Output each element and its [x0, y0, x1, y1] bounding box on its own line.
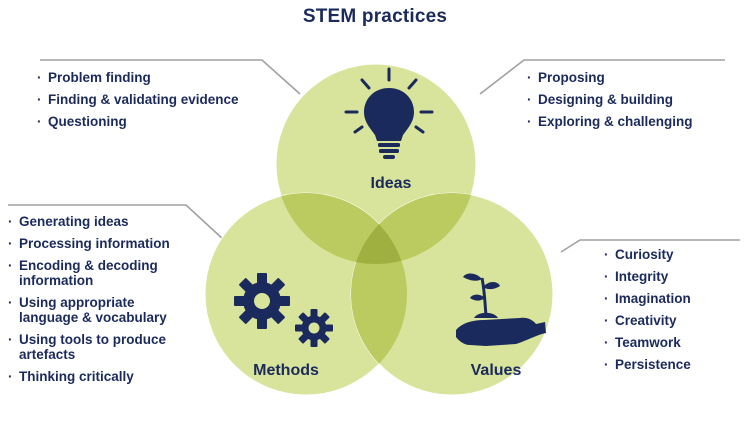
- methods-label: Methods: [253, 362, 319, 379]
- gears-icon: [234, 273, 333, 347]
- list-item: Questioning: [37, 111, 277, 133]
- lightbulb-icon: [344, 67, 434, 159]
- values-list: Curiosity Integrity Imagination Creativi…: [604, 244, 744, 376]
- connector-line-values: [560, 239, 740, 253]
- connector-line-methods: [8, 204, 225, 241]
- list-item: Proposing: [527, 67, 742, 89]
- ideas-label: Ideas: [371, 175, 412, 192]
- list-item: Integrity: [604, 266, 744, 288]
- list-item: Processing information: [8, 236, 190, 251]
- list-item: Designing & building: [527, 89, 742, 111]
- list-item: Imagination: [604, 288, 744, 310]
- list-item: Exploring & challenging: [527, 111, 742, 133]
- list-item: Creativity: [604, 310, 744, 332]
- list-item: Thinking critically: [8, 369, 190, 384]
- list-item: Using tools to produce artefacts: [8, 332, 190, 362]
- methods-list: Generating ideas Processing information …: [8, 214, 190, 391]
- list-item: Using appropriate language & vocabulary: [8, 295, 190, 325]
- plant-in-hand-icon: [456, 273, 546, 346]
- list-item: Generating ideas: [8, 214, 190, 229]
- ideas-right-list: Proposing Designing & building Exploring…: [527, 67, 742, 133]
- list-item: Curiosity: [604, 244, 744, 266]
- list-item: Teamwork: [604, 332, 744, 354]
- connector-line-ideas-right: [479, 59, 725, 95]
- list-item: Problem finding: [37, 67, 277, 89]
- ideas-left-list: Problem finding Finding & validating evi…: [37, 67, 277, 133]
- values-label: Values: [471, 362, 522, 379]
- ideas-values-overlap: [351, 193, 476, 264]
- ideas-methods-overlap: [276, 193, 407, 264]
- list-item: Persistence: [604, 354, 744, 376]
- diagram-title: STEM practices: [302, 6, 448, 27]
- list-item: Encoding & decoding information: [8, 258, 190, 288]
- list-item: Finding & validating evidence: [37, 89, 277, 111]
- connector-line-ideas-left: [40, 59, 301, 95]
